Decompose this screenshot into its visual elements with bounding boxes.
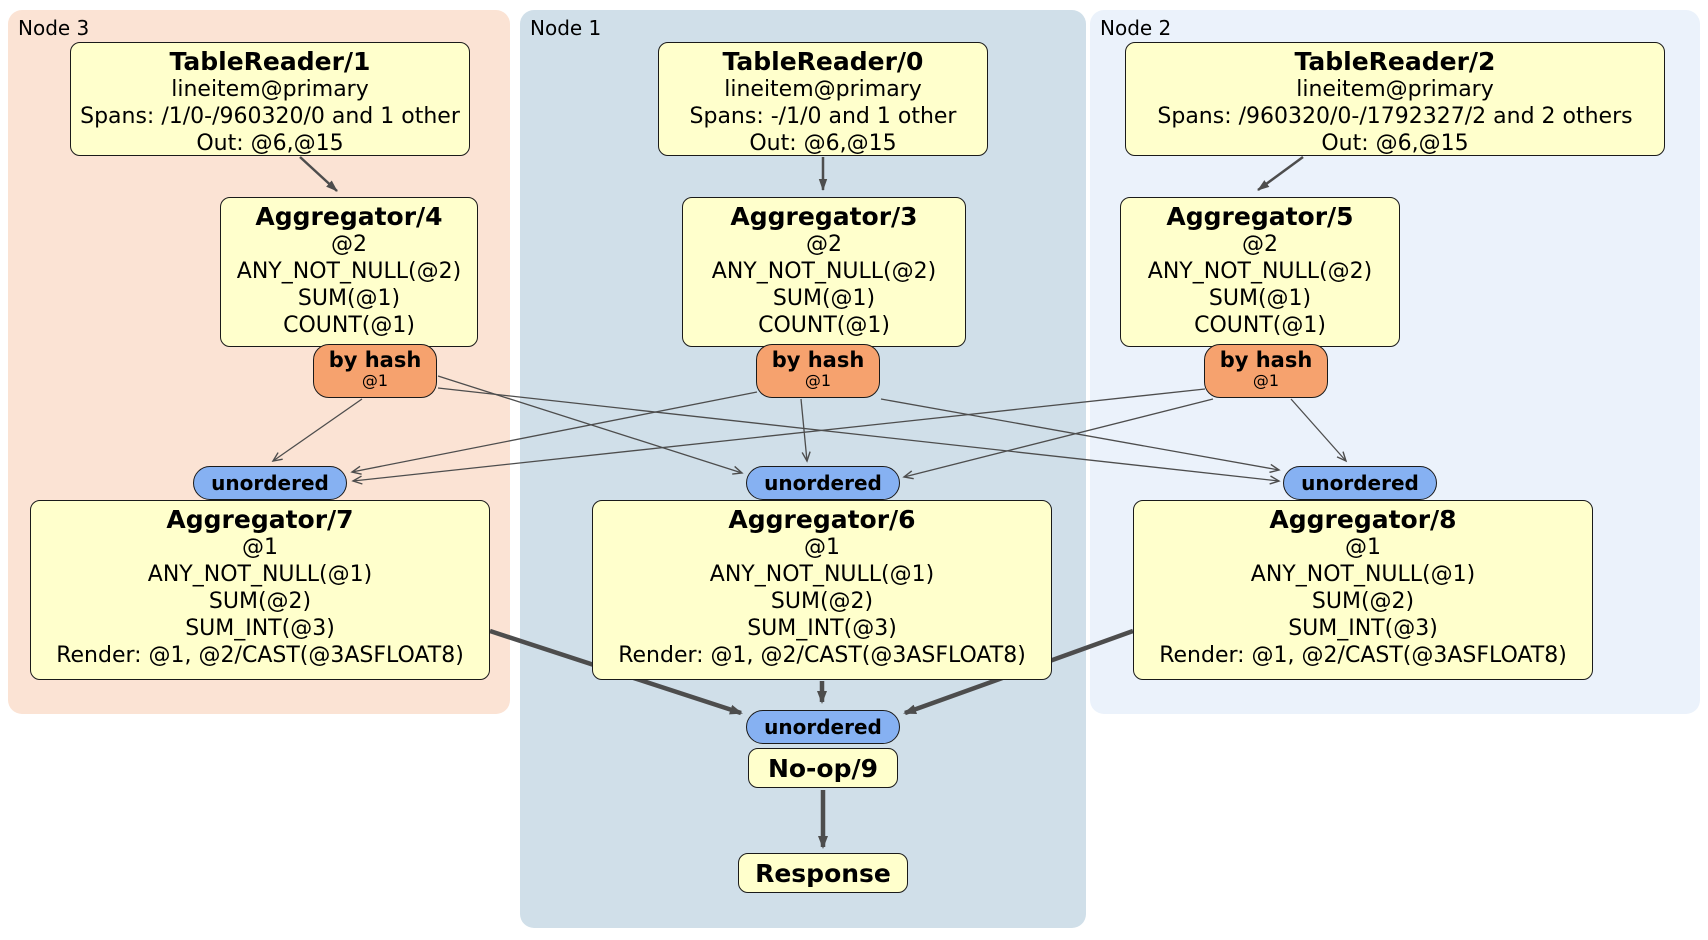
processor-line: lineitem@primary — [171, 77, 369, 102]
processor-aggregator-3: Aggregator/3 @2 ANY_NOT_NULL(@2) SUM(@1)… — [682, 197, 966, 347]
processor-line: SUM(@1) — [1208, 286, 1312, 311]
router-detail: @1 — [361, 371, 389, 390]
edge-byhash5-unordered-right — [1290, 398, 1348, 463]
processor-line: Render: @1, @2/CAST(@3ASFLOAT8) — [1159, 643, 1567, 668]
processor-line: COUNT(@1) — [1194, 313, 1326, 338]
processor-line: Out: @6,@15 — [749, 131, 897, 156]
processor-line: @2 — [331, 232, 367, 257]
processor-line: SUM(@1) — [297, 286, 401, 311]
processor-line: ANY_NOT_NULL(@1) — [1250, 562, 1476, 587]
processor-title: No-op/9 — [767, 753, 879, 783]
processor-response: Response — [738, 853, 908, 893]
router-by-hash-left: by hash @1 — [313, 344, 437, 398]
processor-line: SUM_INT(@3) — [185, 616, 335, 641]
edge-byhash3-unordered-right — [880, 398, 1281, 474]
edge-byhash5-unordered-center — [902, 398, 1214, 480]
processor-line: Spans: /960320/0-/1792327/2 and 2 others — [1157, 104, 1633, 129]
edge-byhash3-unordered-left — [350, 391, 758, 475]
processor-line: @2 — [1242, 232, 1278, 257]
edge-byhash4-unordered-right — [437, 387, 1281, 485]
processor-line: SUM(@2) — [770, 589, 874, 614]
sync-label: unordered — [764, 471, 882, 495]
processor-tablereader-2: TableReader/2 lineitem@primary Spans: /9… — [1125, 42, 1665, 156]
processor-title: Aggregator/4 — [255, 202, 443, 231]
processor-line: ANY_NOT_NULL(@1) — [147, 562, 373, 587]
processor-title: Response — [755, 858, 891, 888]
processor-title: TableReader/1 — [169, 47, 371, 76]
processor-line: COUNT(@1) — [283, 313, 415, 338]
processor-line: Render: @1, @2/CAST(@3ASFLOAT8) — [618, 643, 1026, 668]
processor-line: @1 — [242, 535, 278, 560]
processor-line: SUM(@1) — [772, 286, 876, 311]
sync-unordered-left: unordered — [193, 466, 347, 500]
processor-aggregator-6: Aggregator/6 @1 ANY_NOT_NULL(@1) SUM(@2)… — [592, 500, 1052, 680]
processor-line: SUM_INT(@3) — [1288, 616, 1438, 641]
processor-title: Aggregator/5 — [1166, 202, 1354, 231]
router-label: by hash — [1219, 348, 1313, 372]
processor-title: Aggregator/8 — [1269, 505, 1457, 534]
edge-tr1-agg4 — [299, 156, 338, 192]
processor-tablereader-0: TableReader/0 lineitem@primary Spans: -/… — [658, 42, 988, 156]
processor-line: Out: @6,@15 — [1321, 131, 1469, 156]
processor-line: @2 — [806, 232, 842, 257]
processor-noop-9: No-op/9 — [748, 748, 898, 788]
edge-byhash4-unordered-left — [271, 398, 363, 462]
processor-line: ANY_NOT_NULL(@1) — [709, 562, 935, 587]
processor-line: COUNT(@1) — [758, 313, 890, 338]
processor-line: @1 — [1345, 535, 1381, 560]
edge-byhash5-unordered-left — [351, 388, 1206, 485]
processor-line: @1 — [804, 535, 840, 560]
processor-title: Aggregator/6 — [728, 505, 916, 534]
processor-line: ANY_NOT_NULL(@2) — [711, 259, 937, 284]
processor-line: Spans: /1/0-/960320/0 and 1 other — [80, 104, 460, 129]
sync-unordered-bottom: unordered — [746, 710, 900, 744]
processor-aggregator-4: Aggregator/4 @2 ANY_NOT_NULL(@2) SUM(@1)… — [220, 197, 478, 347]
sync-label: unordered — [211, 471, 329, 495]
sync-unordered-right: unordered — [1283, 466, 1437, 500]
panel-label-node-2: Node 2 — [1100, 16, 1172, 40]
processor-tablereader-1: TableReader/1 lineitem@primary Spans: /1… — [70, 42, 470, 156]
processor-line: ANY_NOT_NULL(@2) — [236, 259, 462, 284]
processor-line: Out: @6,@15 — [196, 131, 344, 156]
router-label: by hash — [328, 348, 422, 372]
processor-title: Aggregator/3 — [730, 202, 918, 231]
edge-byhash3-unordered-center — [800, 398, 811, 463]
router-by-hash-center: by hash @1 — [756, 344, 880, 398]
processor-line: SUM(@2) — [208, 589, 312, 614]
processor-title: Aggregator/7 — [166, 505, 354, 534]
router-label: by hash — [771, 348, 865, 372]
router-detail: @1 — [1252, 371, 1280, 390]
sync-label: unordered — [1301, 471, 1419, 495]
router-detail: @1 — [804, 371, 832, 390]
processor-line: SUM(@2) — [1311, 589, 1415, 614]
sync-label: unordered — [764, 715, 882, 739]
edge-tr2-agg5 — [1257, 155, 1304, 192]
processor-line: ANY_NOT_NULL(@2) — [1147, 259, 1373, 284]
processor-line: Spans: -/1/0 and 1 other — [689, 104, 957, 129]
processor-aggregator-5: Aggregator/5 @2 ANY_NOT_NULL(@2) SUM(@1)… — [1120, 197, 1400, 347]
processor-title: TableReader/0 — [722, 47, 924, 76]
processor-line: lineitem@primary — [1296, 77, 1494, 102]
processor-title: TableReader/2 — [1294, 47, 1496, 76]
sync-unordered-center: unordered — [746, 466, 900, 500]
processor-line: Render: @1, @2/CAST(@3ASFLOAT8) — [56, 643, 464, 668]
panel-label-node-3: Node 3 — [18, 16, 90, 40]
panel-label-node-1: Node 1 — [530, 16, 602, 40]
processor-line: SUM_INT(@3) — [747, 616, 897, 641]
processor-line: lineitem@primary — [724, 77, 922, 102]
processor-aggregator-7: Aggregator/7 @1 ANY_NOT_NULL(@1) SUM(@2)… — [30, 500, 490, 680]
router-by-hash-right: by hash @1 — [1204, 344, 1328, 398]
processor-aggregator-8: Aggregator/8 @1 ANY_NOT_NULL(@1) SUM(@2)… — [1133, 500, 1593, 680]
